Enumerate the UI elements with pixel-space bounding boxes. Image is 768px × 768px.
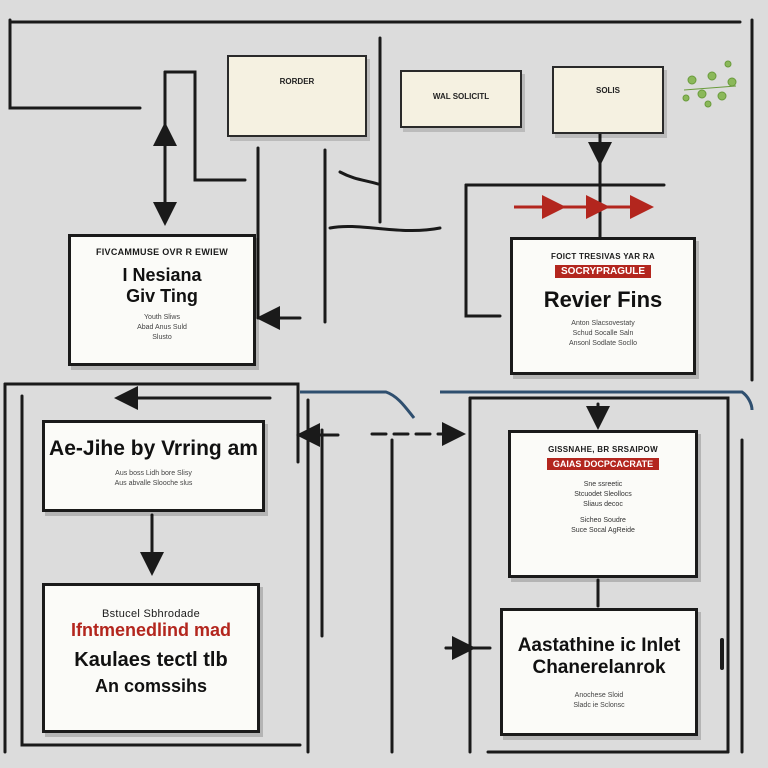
system-caption: GISSNAHE, BR SRSAIPOW: [548, 445, 658, 454]
writing-detail-2: Aus abvalle Slooche slus: [114, 480, 193, 487]
review-detail-2: Abad Anus Suld: [137, 324, 187, 331]
method-caption: Bstucel Sbhrodade: [101, 608, 201, 620]
kinlet-line-2: Chanerelanrok: [532, 657, 666, 678]
system-detail-3: Sliaus decoc: [583, 501, 623, 508]
method-line-2: An comssihs: [94, 676, 208, 696]
kinlet-box: Aastathine ic Inlet Chanerelanrok Anoche…: [500, 608, 698, 736]
system-banner: GAIAS DOCPCACRATE: [546, 458, 660, 470]
method-red-heading: Ifntmenedlind mad: [70, 620, 231, 640]
system-detail-1: Sne ssreetic: [583, 481, 623, 488]
note-card-rorder: RORDER: [227, 55, 367, 137]
note-card-wal-solicitl: WAL SOLICITL: [400, 70, 522, 128]
review-box: FIVCAMMUSE OVR R EWIEW I Nesiana Giv Tin…: [68, 234, 256, 366]
kinlet-line-1: Aastathine ic Inlet: [517, 635, 681, 656]
reviewer-box: FOICT TRESIVAS YAR RA SOCRYPRAGULE Revie…: [510, 237, 696, 375]
plant-icon: [682, 60, 737, 108]
reviewer-title: Revier Fins: [543, 287, 663, 312]
note-label: RORDER: [279, 77, 315, 86]
writing-title: Ae-Jihe by Vrring am: [49, 437, 258, 460]
method-line-1: Kaulaes tectl tlb: [74, 649, 228, 671]
reviewer-detail-1: Anton Slacsovestaty: [571, 320, 635, 327]
writing-detail-1: Aus boss Lidh bore Slisy: [115, 470, 192, 477]
writing-box: Ae-Jihe by Vrring am Aus boss Lidh bore …: [42, 420, 265, 512]
kinlet-detail-2: Sladc ie Sclonsc: [573, 702, 625, 709]
review-caption: FIVCAMMUSE OVR R EWIEW: [95, 247, 229, 257]
kinlet-detail-1: Anochese Sloid: [574, 692, 624, 699]
review-line-2: Giv Ting: [126, 286, 198, 306]
method-box: Bstucel Sbhrodade Ifntmenedlind mad Kaul…: [42, 583, 260, 733]
review-detail-3: Slusto: [152, 334, 172, 341]
system-detail-2: Stcuodet Sleollocs: [574, 491, 632, 498]
system-detail-4: Sicheo Soudre: [580, 517, 626, 524]
system-box: GISSNAHE, BR SRSAIPOW GAIAS DOCPCACRATE …: [508, 430, 698, 578]
reviewer-banner: SOCRYPRAGULE: [554, 265, 652, 278]
note-label: SOLIS: [595, 86, 620, 95]
reviewer-detail-3: Ansonl Sodlate Socllo: [568, 340, 638, 347]
note-card-solis: SOLIS: [552, 66, 664, 134]
note-label: WAL SOLICITL: [432, 92, 490, 101]
system-detail-5: Suce Socal AgReide: [571, 527, 635, 534]
reviewer-caption: FOICT TRESIVAS YAR RA: [551, 252, 655, 261]
review-line-1: I Nesiana: [122, 265, 202, 285]
review-detail-1: Youth Sliws: [144, 314, 180, 321]
reviewer-detail-2: Schud Socalle Saln: [572, 330, 634, 337]
